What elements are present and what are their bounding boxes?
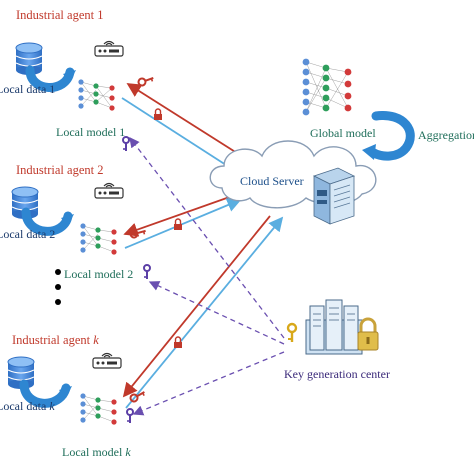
key-generation-center-icon [286, 299, 379, 355]
agent-1-title: Industrial agent 1 [16, 8, 104, 22]
kgc-label: Key generation center [284, 367, 390, 381]
key-arrow-agent-k [132, 351, 285, 416]
key-arrow-agent-1 [129, 136, 285, 339]
agent-2-model-label: Local model 2 [64, 267, 134, 281]
database-icon [11, 186, 39, 219]
agent-1-group [15, 40, 124, 111]
upload-arrow-agent-k [125, 216, 284, 409]
key-arrow-agent-2 [148, 281, 285, 345]
neural-network-icon [80, 393, 117, 425]
agent-k-model-label: Local model k [62, 445, 131, 459]
aggregation-arrow-icon [362, 111, 415, 161]
aggregation-label: Aggregation [418, 128, 474, 142]
agent-2-group [11, 182, 124, 255]
neural-network-icon [78, 79, 115, 111]
router-icon [94, 182, 124, 199]
agent-1-data-label: Local data 1 [0, 82, 56, 96]
agent-k-group [7, 352, 122, 425]
purple-key-icon [122, 136, 130, 151]
key-icon [137, 76, 154, 87]
agent-k-title: Industrial agent k [12, 333, 99, 347]
ellipsis-dots [55, 269, 61, 305]
agent-k-data-label: Local data k [0, 399, 55, 413]
global-model-label: Global model [310, 126, 376, 140]
download-arrow-agent-2 [123, 193, 239, 237]
key-icon [129, 391, 145, 403]
gold-key-icon [286, 322, 298, 342]
lock-icon [154, 108, 162, 120]
neural-network-icon [80, 223, 117, 255]
cloud-server-icon [209, 140, 377, 225]
server-icon [312, 167, 356, 225]
agent-1-model-label: Local model 1 [56, 125, 126, 139]
upload-arrow-agent-1 [121, 97, 242, 175]
key-icon [129, 229, 146, 239]
upload-arrow-agent-2 [124, 198, 242, 249]
download-arrow-agent-1 [126, 83, 249, 161]
purple-key-icon [143, 264, 151, 279]
lock-icon [174, 336, 182, 348]
agent-2-data-label: Local data 2 [0, 227, 56, 241]
encryption-icons [122, 76, 182, 423]
model-transfer-arrows [121, 83, 284, 409]
cloud-server-label: Cloud Server [240, 174, 304, 188]
global-model-icon [302, 58, 352, 116]
router-icon [94, 40, 124, 57]
agent-2-title: Industrial agent 2 [16, 163, 104, 177]
database-icon [15, 42, 43, 75]
database-icon [7, 356, 35, 389]
key-distribution-arrows [129, 136, 285, 416]
download-arrow-agent-k [122, 215, 271, 398]
router-icon [92, 352, 122, 369]
purple-key-icon [126, 408, 134, 423]
padlock-icon [357, 317, 379, 351]
lock-icon [174, 218, 182, 230]
